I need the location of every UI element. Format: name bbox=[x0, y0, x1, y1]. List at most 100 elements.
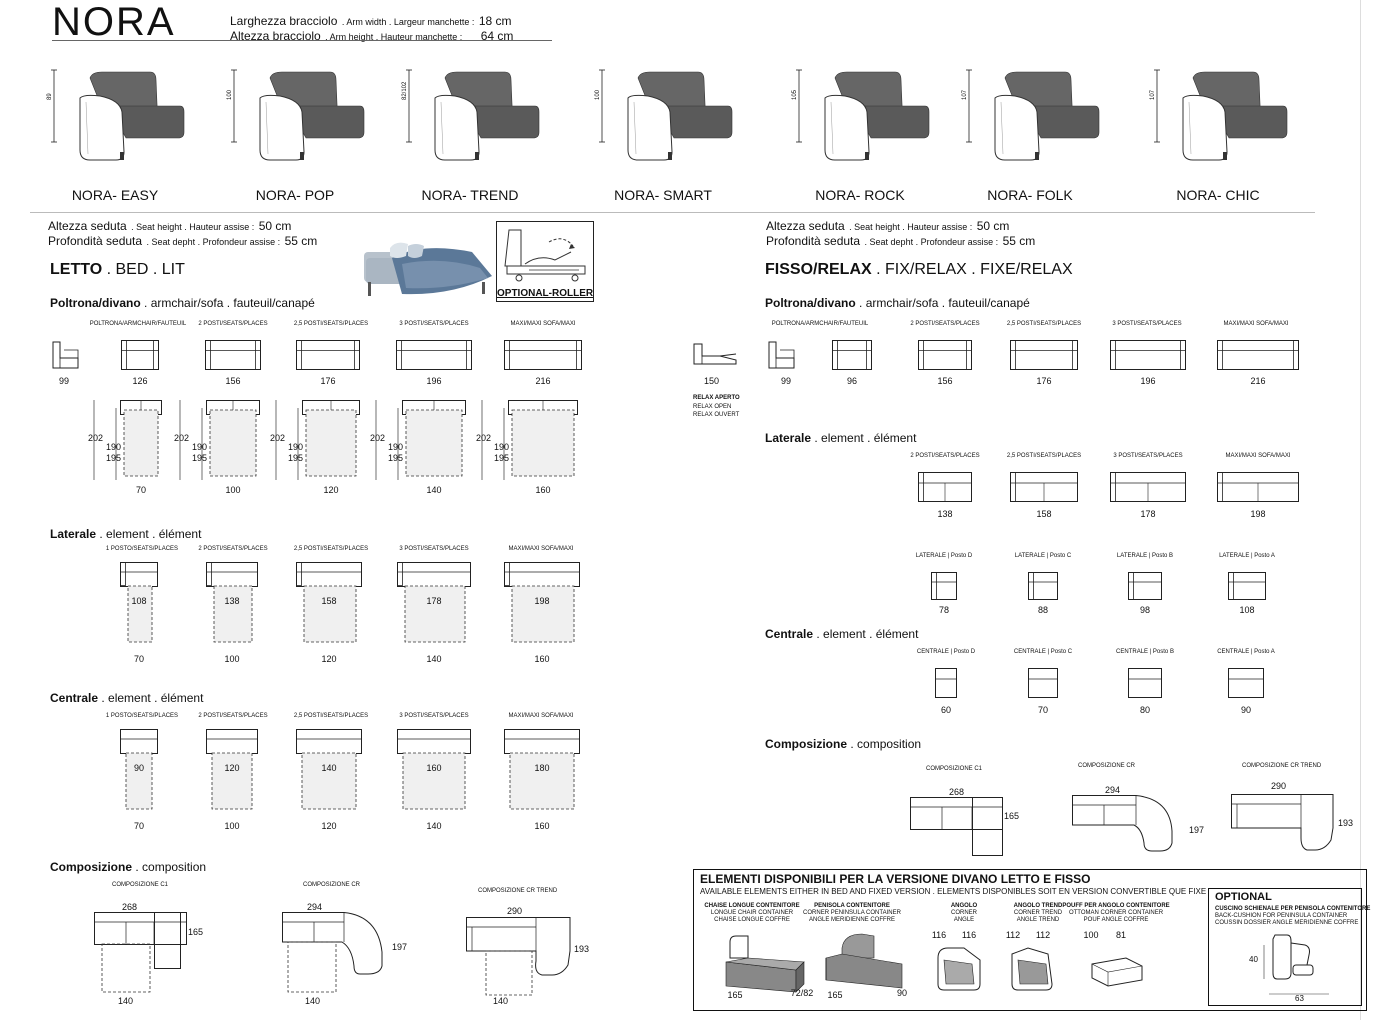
right-armchair-category: MAXI/MAXI SOFA/MAXI bbox=[1223, 321, 1289, 327]
left-laterale-category: 3 POSTI/SEATS/PLACES bbox=[399, 546, 469, 552]
model-name: NORA- CHIC bbox=[1176, 187, 1260, 203]
left-sofa-bed-open-icon bbox=[402, 400, 466, 477]
bed-length-202-dim bbox=[375, 400, 377, 480]
element-dim-a: 165 bbox=[727, 990, 743, 1000]
model-name: NORA- ROCK bbox=[815, 187, 905, 203]
optional-roller-box: OPTIONAL-ROLLER bbox=[496, 221, 594, 302]
right-laterale-width: 198 bbox=[1250, 509, 1266, 519]
sofa-bed-photo bbox=[364, 242, 492, 296]
bed-length-190: 190 bbox=[106, 442, 122, 452]
seat-depth-rest: . Seat depht . Profondeur assise : bbox=[146, 237, 281, 247]
right-laterale-seat-category: LATERALE | Posto C bbox=[1014, 553, 1072, 559]
seat-height-value: 50 cm bbox=[258, 219, 292, 233]
left-centrale-title-rest: . element . élément bbox=[101, 691, 204, 705]
left-laterale-title: Laterale . element . élément bbox=[50, 527, 201, 541]
left-comp-width: 294 bbox=[307, 902, 323, 912]
section-letto-bold: LETTO bbox=[50, 261, 103, 278]
right-comp-label: COMPOSIZIONE CR TREND bbox=[1242, 763, 1322, 769]
seat-depth-value: 55 cm bbox=[284, 234, 318, 248]
element-dim-a: 112 bbox=[1005, 930, 1021, 940]
right-laterale-icon bbox=[1217, 472, 1299, 502]
right-laterale-icon bbox=[918, 472, 972, 502]
seat-depth-label: Profondità seduta bbox=[48, 234, 143, 248]
left-laterale-width: 178 bbox=[426, 596, 442, 606]
model-height: 82/102 bbox=[402, 81, 408, 100]
armchair-model-icon bbox=[796, 69, 930, 161]
right-comp-label: COMPOSIZIONE C1 bbox=[926, 766, 983, 772]
bed-length-190-dim bbox=[503, 408, 505, 480]
seat-depth-label: Profondità seduta bbox=[766, 234, 861, 248]
seat-depth-value: 55 cm bbox=[1002, 234, 1036, 248]
right-centrale-title: Centrale . element . élément bbox=[765, 627, 918, 641]
right-armchair-category: 2 POSTI/SEATS/PLACES bbox=[910, 321, 980, 327]
arm-height-label-rest: . Arm height . Hauteur manchette : bbox=[325, 32, 463, 42]
optional-line-en: BACK-CUSHION FOR PENINSULA CONTAINER bbox=[1215, 913, 1348, 919]
optional-roller-label: OPTIONAL-ROLLER bbox=[497, 288, 594, 299]
left-comp-width: 290 bbox=[507, 906, 523, 916]
left-bed-width: 100 bbox=[225, 485, 241, 495]
bed-length-195: 195 bbox=[494, 453, 510, 463]
optional-box: OPTIONAL CUSCINO SCHIENALE PER PENISOLA … bbox=[1208, 888, 1370, 1006]
bed-length-202: 202 bbox=[88, 433, 104, 443]
left-sofa-icon bbox=[296, 340, 360, 370]
left-centrale-title: Centrale . element . élément bbox=[50, 691, 203, 705]
left-comp-bed: 140 bbox=[493, 996, 509, 1006]
back-cushion-icon bbox=[1272, 934, 1314, 980]
left-sofa-width: 126 bbox=[132, 376, 148, 386]
right-armchair-title: Poltrona/divano . armchair/sofa . fauteu… bbox=[765, 296, 1030, 310]
left-laterale-bed-width: 100 bbox=[224, 654, 240, 664]
left-armchair-category: 2 POSTI/SEATS/PLACES bbox=[198, 321, 268, 327]
elements-subtitle: AVAILABLE ELEMENTS EITHER IN BED AND FIX… bbox=[700, 887, 1207, 896]
model-height: 107 bbox=[962, 89, 968, 100]
model-name: NORA- TREND bbox=[421, 187, 519, 203]
element-label-fr: ANGLE TREND bbox=[1016, 917, 1060, 923]
seat-height-label: Altezza seduta bbox=[48, 219, 127, 233]
element-dim-b: 81 bbox=[1115, 930, 1126, 940]
seat-depth-line-left: Profondità seduta . Seat depht . Profond… bbox=[48, 232, 317, 250]
element-dim-b: 116 bbox=[961, 930, 977, 940]
right-sofa-icon bbox=[1110, 340, 1186, 370]
right-centrale-icon bbox=[1228, 668, 1264, 698]
left-centrale-bed-width: 160 bbox=[534, 821, 550, 831]
title-underline bbox=[52, 40, 552, 41]
left-centrale-category: 1 POSTO/SEATS/PLACES bbox=[105, 713, 179, 719]
right-laterale-seat-icon bbox=[1028, 572, 1058, 600]
arm-width-label-it: Larghezza bracciolo bbox=[230, 14, 338, 28]
right-centrale-category: CENTRALE | Posto A bbox=[1217, 649, 1275, 655]
right-laterale-seat-width: 108 bbox=[1239, 605, 1255, 615]
right-laterale-category: 3 POSTI/SEATS/PLACES bbox=[1113, 453, 1183, 459]
right-laterale-seat-icon bbox=[1228, 572, 1266, 600]
relax-open-icon bbox=[693, 343, 737, 365]
left-centrale-width: 160 bbox=[426, 763, 442, 773]
element-drawing-icon bbox=[937, 947, 981, 991]
element-label-en: LONGUE CHAIR CONTAINER bbox=[710, 910, 794, 916]
left-sofa-bed-open-icon bbox=[120, 400, 162, 477]
right-laterale-category: 2 POSTI/SEATS/PLACES bbox=[910, 453, 980, 459]
right-sofa-icon bbox=[1217, 340, 1299, 370]
element-label-en: CORNER PENINSULA CONTAINER bbox=[803, 910, 901, 916]
arm-width-value: 18 cm bbox=[478, 14, 512, 28]
left-comp-width: 268 bbox=[122, 902, 138, 912]
left-laterale-icon bbox=[504, 562, 580, 643]
right-laterale-category: 2,5 POSTI/SEATS/PLACES bbox=[1006, 453, 1082, 459]
left-comp-cr-trend-icon bbox=[466, 917, 571, 996]
left-sofa-icon bbox=[504, 340, 582, 370]
bed-length-202-dim bbox=[275, 400, 277, 480]
model-height: 89 bbox=[47, 93, 53, 100]
element-dim-a: 100 bbox=[1083, 930, 1099, 940]
right-armchair-title-bold: Poltrona/divano bbox=[765, 296, 856, 310]
right-centrale-category: CENTRALE | Posto D bbox=[916, 649, 976, 655]
left-comp-label: COMPOSIZIONE CR TREND bbox=[478, 888, 558, 894]
left-armchair-category: 3 POSTI/SEATS/PLACES bbox=[399, 321, 469, 327]
right-armchair-category: 3 POSTI/SEATS/PLACES bbox=[1112, 321, 1182, 327]
right-centrale-icon bbox=[1028, 668, 1058, 698]
right-laterale-title-bold: Laterale bbox=[765, 431, 812, 445]
bed-length-202: 202 bbox=[476, 433, 492, 443]
right-sofa-width: 176 bbox=[1036, 376, 1052, 386]
armchair-model-icon bbox=[231, 69, 365, 161]
left-sofa-width: 176 bbox=[320, 376, 336, 386]
section-fisso-bold: FISSO/RELAX bbox=[765, 261, 872, 278]
right-comp-c1-icon bbox=[910, 797, 1003, 856]
left-laterale-icon bbox=[296, 562, 362, 643]
right-laterale-title-rest: . element . élément bbox=[814, 431, 917, 445]
